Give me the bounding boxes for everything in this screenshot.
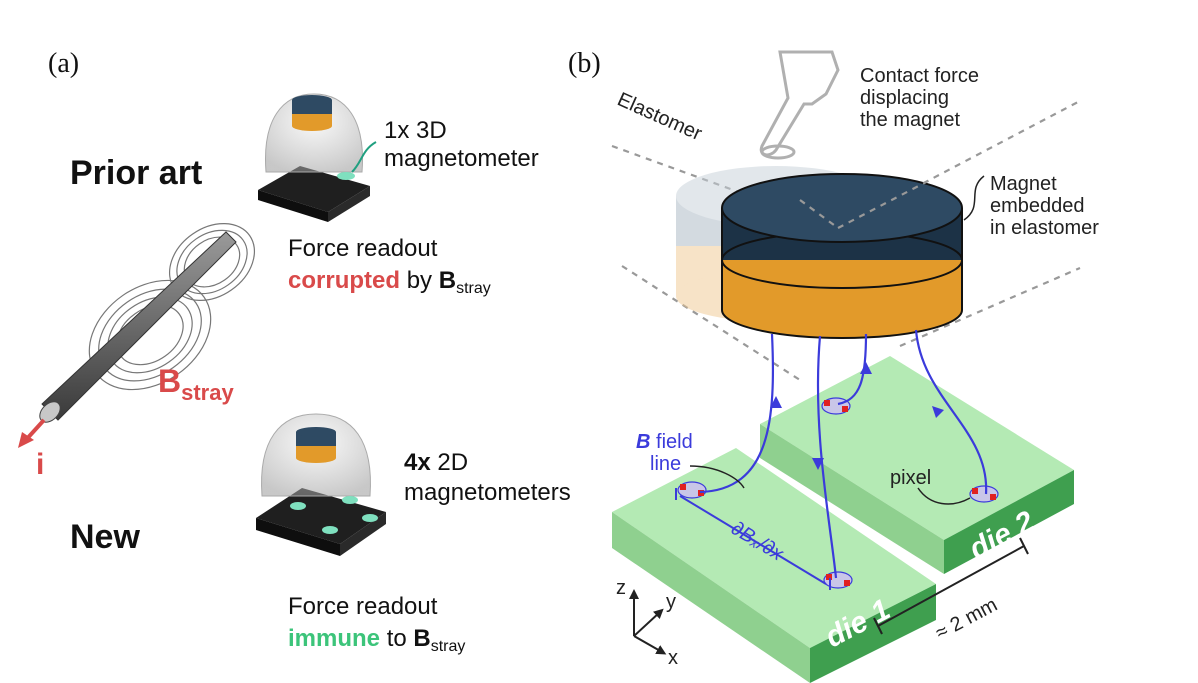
field-lines	[699, 329, 988, 579]
field-line	[699, 333, 775, 494]
prior-art-heading: Prior art	[70, 154, 202, 192]
chip-top	[256, 488, 386, 544]
gradient-line	[679, 495, 827, 585]
chip-side-right	[328, 186, 370, 222]
chip-side-left	[258, 190, 328, 222]
axis-y: y	[666, 591, 676, 613]
prior-magnetometer-line2: magnetometer	[384, 145, 539, 172]
elastomer-dome	[264, 93, 364, 173]
current-label: i	[36, 448, 44, 481]
panel-a-label: (a)	[48, 48, 79, 79]
magnetometer-dot	[342, 496, 358, 504]
field-line	[816, 335, 838, 579]
field-line-leader	[689, 465, 745, 489]
new-readout-line1: Force readout	[288, 593, 438, 620]
field-line	[837, 333, 868, 406]
contact-force-line3: the magnet	[860, 109, 961, 131]
contact-force-line2: displacing	[860, 87, 949, 109]
axes	[629, 589, 667, 655]
contact-force-line1: Contact force	[860, 65, 979, 87]
spacing-dimension	[877, 545, 1025, 627]
die-side	[944, 470, 1074, 574]
magnet-label-line2: embedded	[990, 195, 1085, 217]
magnetometer-dot	[322, 526, 338, 534]
elastomer-label: Elastomer	[614, 88, 706, 145]
field-line-label-1: B field	[636, 431, 693, 453]
prior-art-chip	[258, 93, 377, 222]
axis-z: z	[616, 577, 626, 599]
magnetometer-dot	[337, 172, 355, 180]
stray-field-rings-upper	[168, 223, 256, 301]
new-chip	[256, 413, 386, 556]
magnet-leader	[963, 175, 985, 221]
finger-icon	[759, 50, 840, 160]
new-heading: New	[70, 518, 140, 556]
pixel-label: pixel	[890, 467, 931, 489]
wire-illustration: Bstray i	[18, 223, 256, 481]
prior-readout-line1: Force readout	[288, 235, 438, 262]
magnet-label-line3: in elastomer	[990, 217, 1099, 239]
chip-top	[258, 166, 370, 212]
magnet	[721, 173, 963, 339]
prior-magnetometer-line1: 1x 3D	[384, 117, 447, 144]
prior-readout-line2: corrupted by Bstray	[288, 267, 491, 297]
magnetometer-dot	[362, 514, 378, 522]
field-line	[914, 329, 988, 495]
stray-field-label: Bstray	[158, 363, 234, 405]
die-side	[810, 584, 936, 683]
field-line-label-2: line	[650, 453, 681, 475]
new-readout-line2: immune to Bstray	[288, 625, 465, 655]
panel-b-label: (b)	[568, 48, 601, 79]
new-magnetometer-line1: 4x 2D	[404, 449, 468, 476]
leader-line	[351, 141, 377, 173]
magnetometer-dot	[290, 502, 306, 510]
pixel-leader	[917, 487, 971, 505]
axis-x: x	[668, 647, 678, 669]
new-magnetometer-line2: magnetometers	[404, 479, 571, 506]
spacing-label: ≈ 2 mm	[932, 594, 1001, 645]
magnet-label-line1: Magnet	[990, 173, 1057, 195]
current-arrowhead	[18, 432, 34, 448]
wire-body	[41, 231, 237, 421]
